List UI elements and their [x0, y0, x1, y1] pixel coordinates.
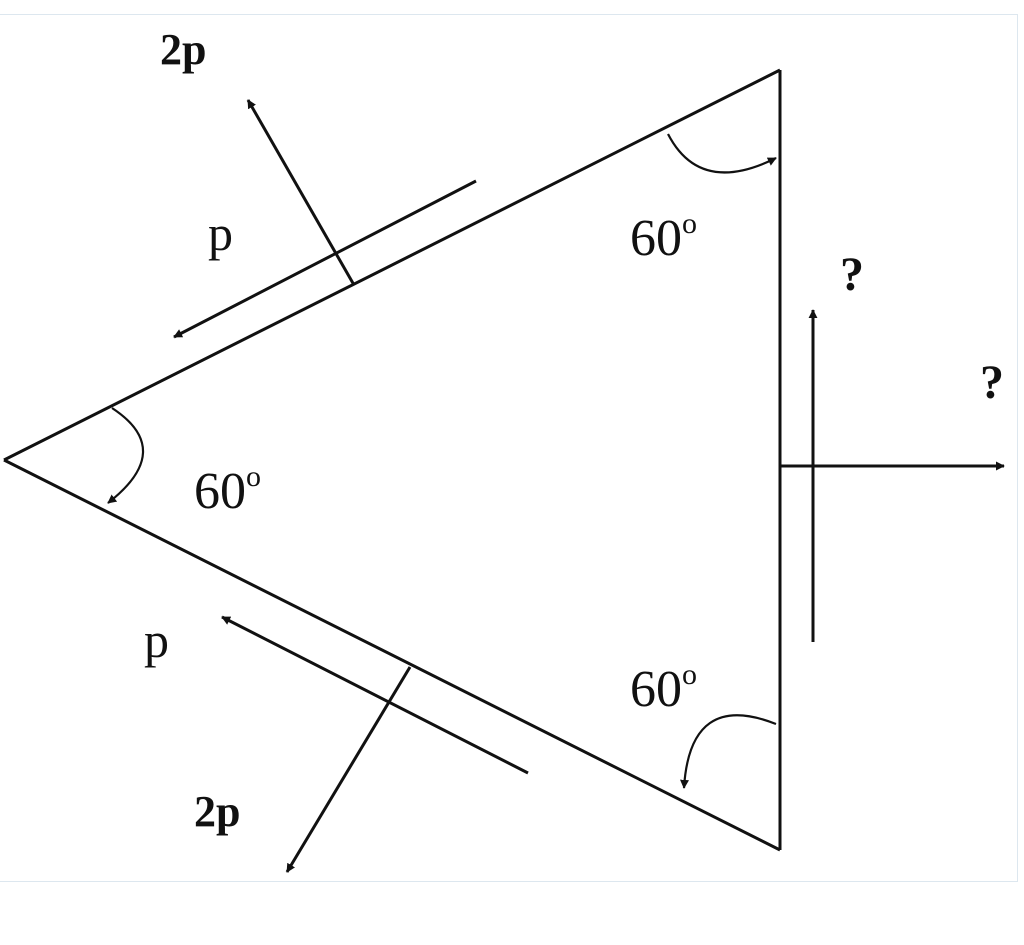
angle-arc-top — [667, 133, 777, 174]
angle-top-label: 60o — [630, 207, 697, 267]
unknown-horizontal-label: ? — [980, 356, 1004, 409]
top-normal-force-label: 2p — [160, 25, 206, 74]
triangle-top-edge — [3, 68, 781, 462]
bottom-normal-arrow — [285, 666, 412, 873]
angle-top-degree: o — [682, 207, 697, 240]
angle-arcs — [107, 133, 777, 789]
unknown-vertical-label: ? — [840, 248, 864, 301]
angle-bottom-degree: o — [682, 658, 697, 691]
angle-left-label: 60o — [194, 460, 261, 520]
triangle — [3, 68, 782, 852]
top-shear-force-label: p — [208, 205, 233, 261]
diagram-frame — [0, 14, 1018, 882]
top-face-forces — [173, 99, 477, 339]
bottom-normal-force-label: 2p — [194, 787, 240, 836]
angle-arc-bottom — [680, 714, 777, 789]
angle-bottom-label: 60o — [630, 658, 697, 718]
top-shear-arrow — [173, 179, 477, 339]
right-face-forces — [780, 309, 1005, 642]
triangle-bottom-edge — [3, 458, 781, 852]
angle-left-degree: o — [246, 460, 261, 493]
top-normal-arrow — [246, 99, 356, 286]
bottom-shear-arrow — [221, 615, 529, 775]
angle-arc-left — [107, 407, 145, 504]
bottom-shear-force-label: p — [144, 612, 169, 668]
bottom-face-forces — [221, 615, 529, 873]
